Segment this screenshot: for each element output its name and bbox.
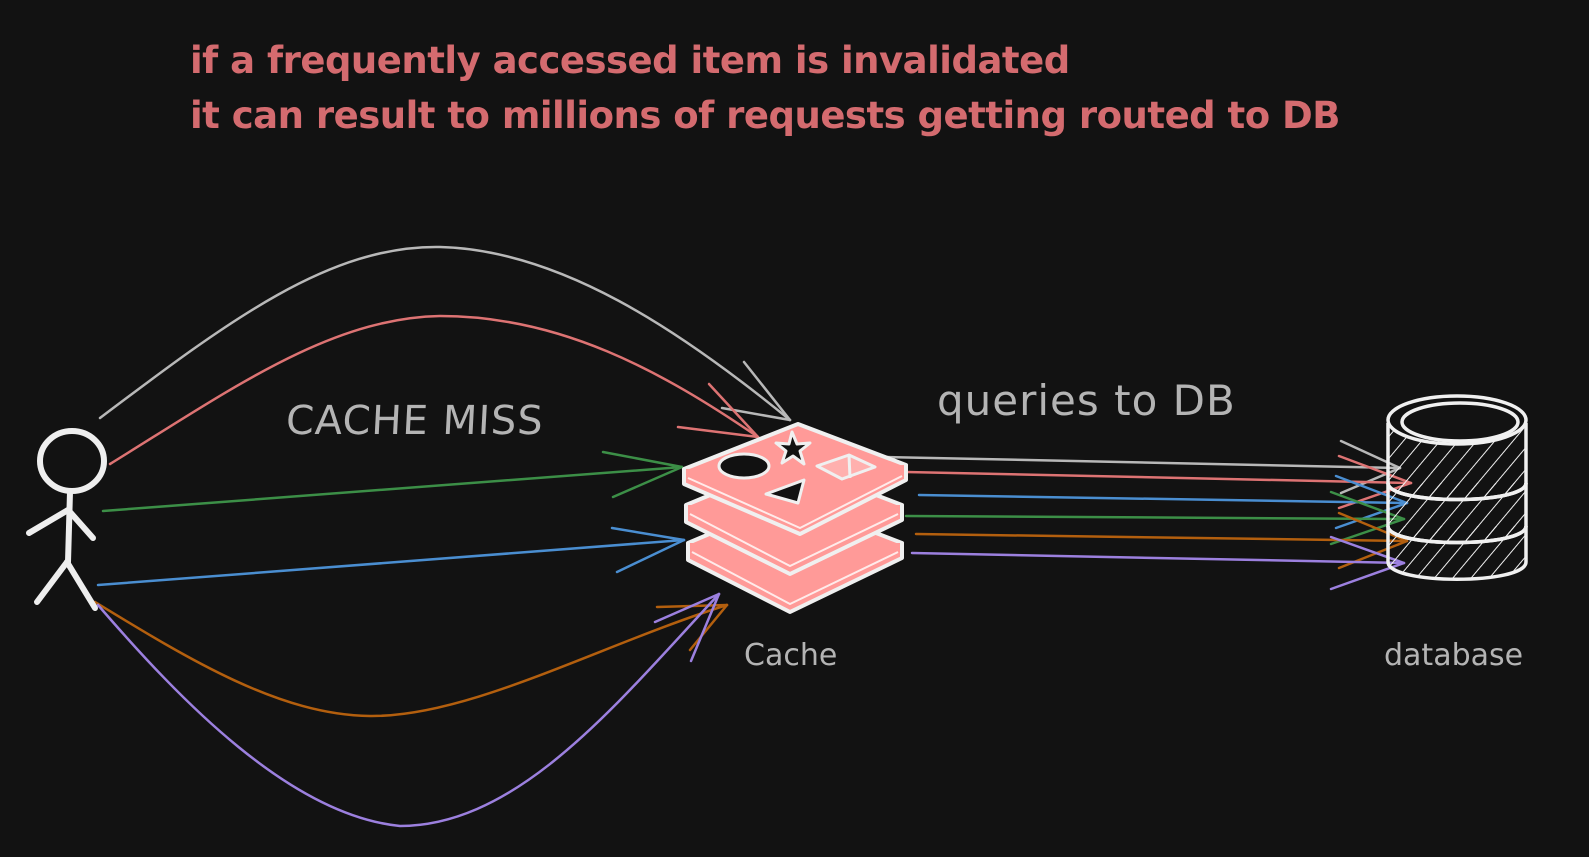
arrow-red-user-to-cache[interactable]	[108, 314, 760, 466]
headline: if a frequently accessed item is invalid…	[190, 33, 1340, 143]
queries-to-db-label: queries to DB	[937, 376, 1236, 425]
headline-line-2: it can result to millions of requests ge…	[190, 94, 1340, 137]
database-cylinder-icon[interactable]	[1386, 394, 1528, 581]
arrow-orange-cache-to-db[interactable]	[914, 511, 1409, 570]
arrow-green-user-to-cache[interactable]	[101, 450, 684, 513]
cache-star-icon	[774, 430, 812, 466]
arrow-blue-cache-to-db[interactable]	[917, 474, 1409, 530]
cache-diamond-icon	[815, 453, 877, 481]
cache-miss-label: CACHE MISS	[284, 398, 545, 444]
db-query-arrows	[884, 439, 1413, 591]
arrow-gray-user-to-cache[interactable]	[98, 245, 792, 422]
arrow-blue-user-to-cache[interactable]	[96, 526, 686, 587]
cache-triangle-icon	[764, 478, 806, 505]
arrow-purple-user-to-cache[interactable]	[96, 592, 721, 828]
user-stick-figure-icon[interactable]	[26, 428, 107, 611]
cache-label: Cache	[744, 638, 838, 673]
request-arrows	[93, 245, 792, 828]
arrow-orange-user-to-cache[interactable]	[93, 600, 729, 718]
database-label: database	[1384, 638, 1524, 673]
headline-line-1: if a frequently accessed item is invalid…	[190, 39, 1070, 82]
cache-stack-icon[interactable]	[682, 422, 908, 614]
cache-oval-icon	[717, 452, 771, 480]
arrow-gray-cache-to-db[interactable]	[884, 439, 1402, 495]
